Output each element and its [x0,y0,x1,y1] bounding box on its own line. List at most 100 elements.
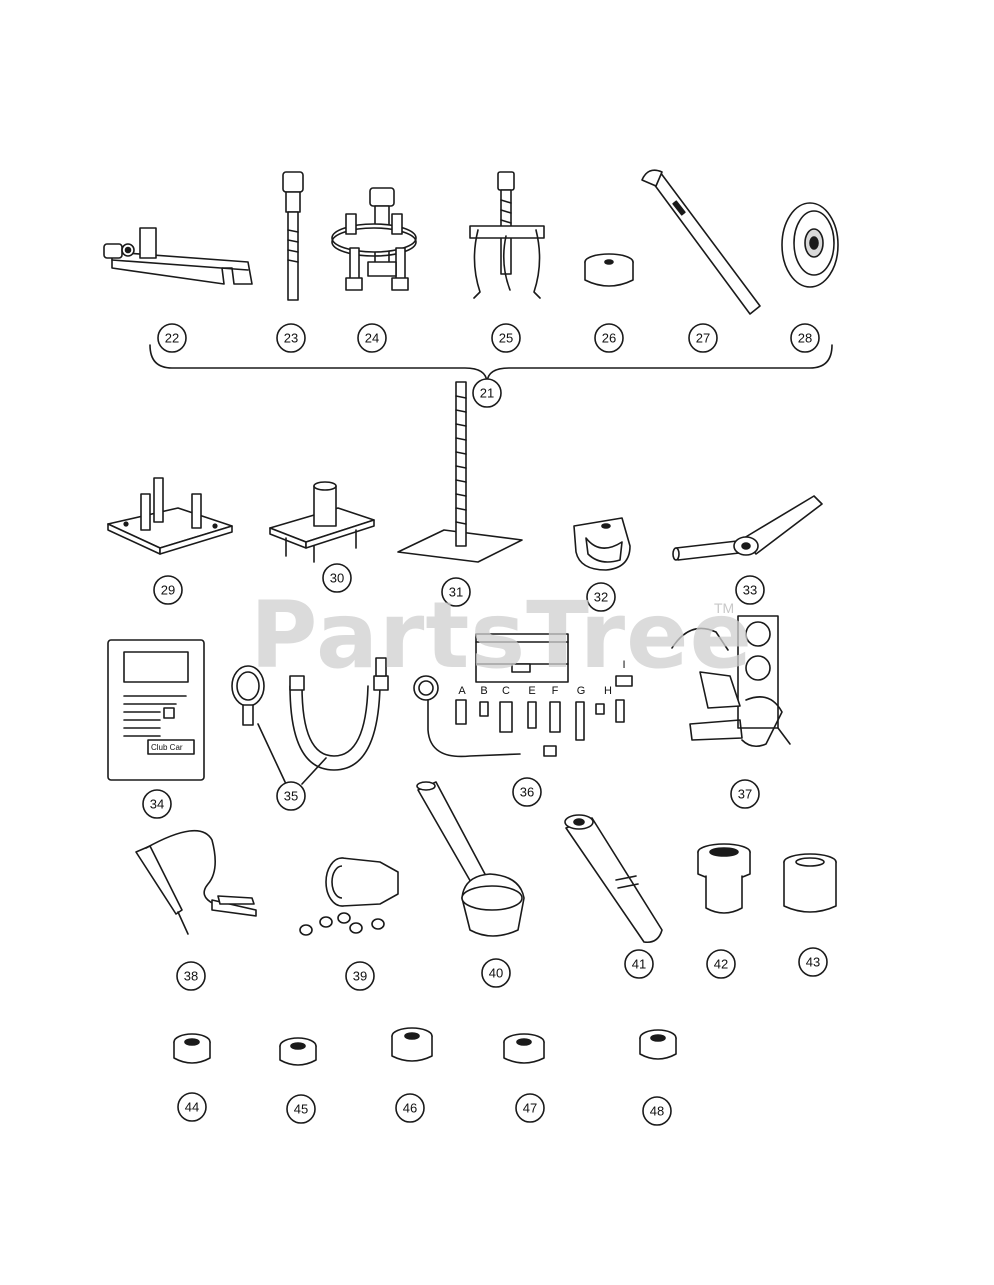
callout-label: 33 [743,583,757,598]
callout-label: 28 [798,331,812,346]
callout-circle [472,378,502,408]
callout-circle [481,958,511,988]
part-32-holder-block [573,517,631,571]
callout-circle [730,779,760,809]
callout-34: 34 [142,789,172,819]
part-27-spanner [641,169,761,315]
part-40-seal-driver [416,781,525,937]
part-26-cup [584,253,634,287]
callout-label: 23 [284,331,298,346]
part-42-bushing-driver [697,843,751,914]
part-46-ring [391,1027,433,1062]
callout-label: 29 [161,583,175,598]
part-44-ring [173,1033,211,1064]
callout-32: 32 [586,582,616,612]
callout-label: 40 [489,966,503,981]
part-31-rod-base [397,381,523,563]
adapter-letter-i: I [622,659,625,671]
part-47-ring [503,1033,545,1064]
adapter-letter-c: C [502,685,510,697]
callout-label: 39 [353,969,367,984]
callout-label: 38 [184,969,198,984]
callout-circle [176,961,206,991]
part-39-adapter-tips [299,857,399,936]
callout-29: 29 [153,575,183,605]
part-24-plate-puller [331,187,417,291]
part-33-handle-rod [672,495,823,561]
callout-circle [586,582,616,612]
adapter-letter-a: A [458,685,466,697]
callout-38: 38 [176,961,206,991]
callout-circle [515,1093,545,1123]
part-35-gauge-hose [231,657,389,785]
callout-label: 46 [403,1101,417,1116]
callout-33: 33 [735,575,765,605]
callout-35: 35 [276,781,306,811]
part-22-flywheel-holder [103,227,253,285]
callout-label: 36 [520,785,534,800]
meter-brand-label: Club Car [151,743,183,752]
callout-42: 42 [706,949,736,979]
part-38-probe-lead [135,829,257,935]
callout-circle [735,575,765,605]
callout-circle [153,575,183,605]
callout-48: 48 [642,1096,672,1126]
part-36-test-kit [413,633,633,758]
callout-24: 24 [357,323,387,353]
callout-label: 35 [284,789,298,804]
callout-45: 45 [286,1094,316,1124]
callout-circle [798,947,828,977]
callout-label: 41 [632,957,646,972]
callout-label: 32 [594,590,608,605]
callout-circle [276,781,306,811]
part-29-pin-plate [107,477,233,555]
adapter-letter-g: G [577,685,586,697]
callout-27: 27 [688,323,718,353]
callout-circle [395,1093,425,1123]
adapter-letter-e: E [528,685,535,697]
callout-28: 28 [790,323,820,353]
callout-23: 23 [276,323,306,353]
callout-label: 42 [714,957,728,972]
callout-label: 26 [602,331,616,346]
callout-label: 21 [480,386,494,401]
callout-41: 41 [624,949,654,979]
callout-circle [177,1092,207,1122]
callout-circle [276,323,306,353]
callout-circle [157,323,187,353]
part-25-jaw-puller [469,171,545,299]
callout-label: 37 [738,787,752,802]
callout-circle [688,323,718,353]
callout-circle [624,949,654,979]
callout-22: 22 [157,323,187,353]
callout-label: 24 [365,331,379,346]
callout-37: 37 [730,779,760,809]
callout-label: 31 [449,585,463,600]
callout-circle [286,1094,316,1124]
callout-21: 21 [472,378,502,408]
callout-26: 26 [594,323,624,353]
part-28-pulley [781,202,839,288]
adapter-letter-h: H [604,685,612,697]
callout-31: 31 [441,577,471,607]
callout-44: 44 [177,1092,207,1122]
callout-label: 22 [165,331,179,346]
callout-circle [491,323,521,353]
callout-circle [441,577,471,607]
part-48-ring [639,1029,677,1060]
callout-circle [142,789,172,819]
callout-25: 25 [491,323,521,353]
callout-36: 36 [512,777,542,807]
callout-circle [345,961,375,991]
kit-bracket [149,344,833,383]
callout-label: 25 [499,331,513,346]
callout-circle [642,1096,672,1126]
part-30-sleeve-plate [269,481,375,563]
callout-label: 27 [696,331,710,346]
part-45-ring [279,1037,317,1066]
adapter-letter-b: B [480,685,487,697]
callout-label: 43 [806,955,820,970]
